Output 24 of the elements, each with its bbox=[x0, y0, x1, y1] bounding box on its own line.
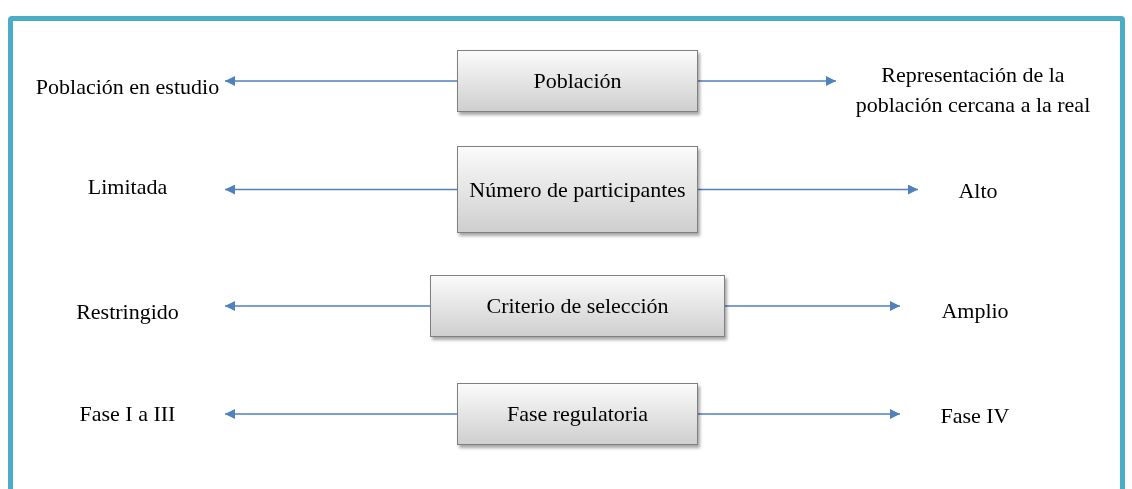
category-box bbox=[457, 50, 698, 112]
box-label: Población bbox=[532, 67, 623, 95]
category-box bbox=[457, 383, 698, 445]
box-label: Número de participantes bbox=[468, 175, 687, 204]
arrow bbox=[697, 76, 837, 86]
outcome-label: Población en estudio bbox=[34, 73, 221, 101]
category-box bbox=[430, 275, 725, 337]
outcome-label: Representación de la población cercana a la real bbox=[854, 61, 1092, 119]
arrow bbox=[224, 409, 458, 419]
arrow bbox=[224, 301, 431, 311]
outcome-label: Alto bbox=[957, 177, 999, 205]
box-label: Fase regulatoria bbox=[505, 400, 650, 428]
arrow bbox=[697, 184, 919, 195]
arrow bbox=[724, 301, 901, 311]
arrow bbox=[224, 76, 458, 86]
box-label: Criterio de selección bbox=[485, 292, 670, 320]
outcome-label: Limitada bbox=[86, 173, 169, 201]
outcome-label: Restringido bbox=[75, 298, 180, 326]
outcome-label: Amplio bbox=[940, 297, 1010, 325]
arrow bbox=[224, 184, 458, 195]
arrow bbox=[697, 409, 901, 419]
outcome-label: Fase IV bbox=[939, 402, 1011, 430]
outcome-label: Fase I a III bbox=[78, 400, 177, 428]
category-box bbox=[457, 146, 698, 233]
